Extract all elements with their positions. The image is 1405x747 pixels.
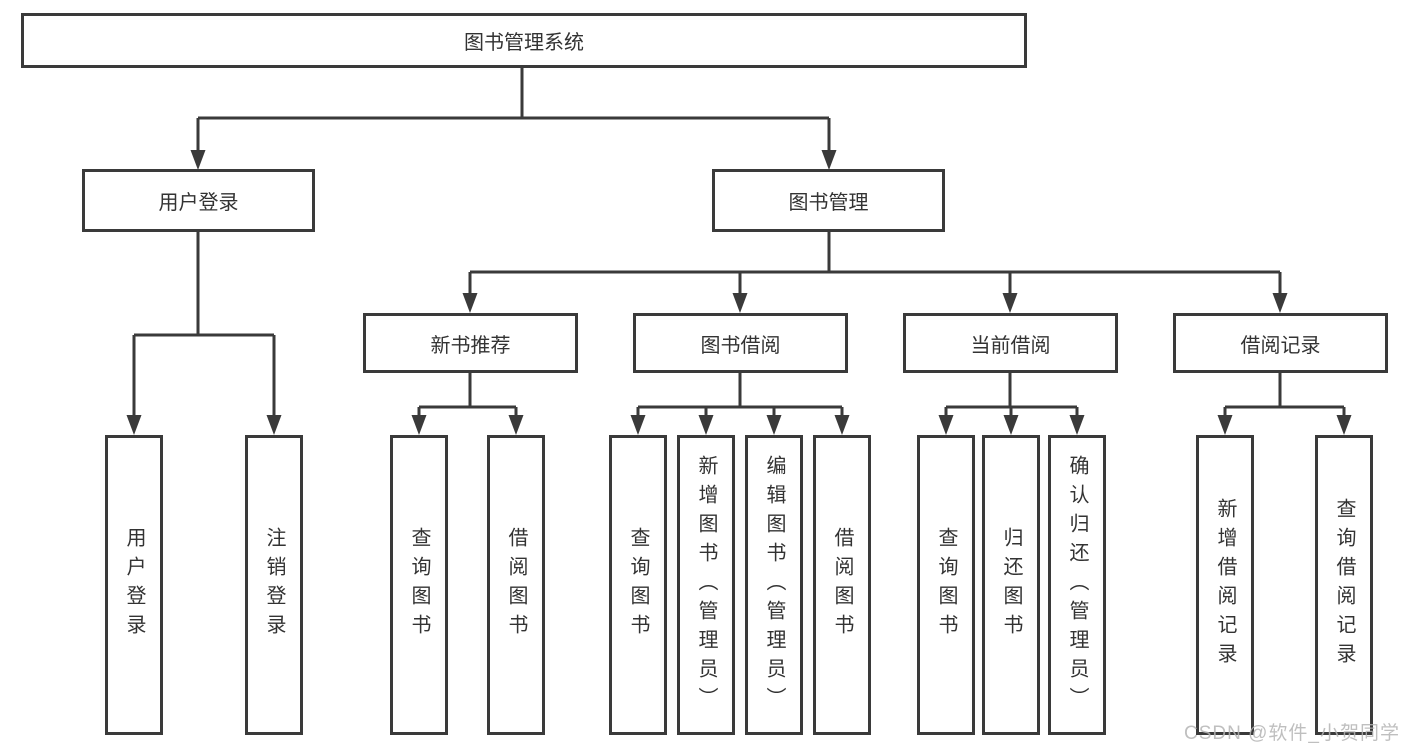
branch-new-book-rec [417, 373, 518, 421]
leaf-current-return-books: 归还图书 [982, 435, 1040, 735]
branch-user-login [132, 232, 276, 421]
node-new-book-recommend: 新书推荐 [363, 313, 578, 373]
leaf-records-query-borrow-record: 查询借阅记录 [1315, 435, 1373, 735]
node-book-management: 图书管理 [712, 169, 945, 232]
node-current-borrow: 当前借阅 [903, 313, 1118, 373]
branch-book-mgmt [468, 232, 1282, 299]
node-borrow-records: 借阅记录 [1173, 313, 1388, 373]
leaf-borrow-edit-books-admin: 编辑图书（管理员） [745, 435, 803, 735]
leaf-borrow-borrow-books-label: 借阅图书 [831, 527, 853, 643]
leaf-current-return-books-label: 归还图书 [1000, 527, 1022, 643]
branch-book-borrow [636, 373, 844, 421]
branch-current-borrow [944, 373, 1079, 421]
leaf-borrow-add-books-admin: 新增图书（管理员） [677, 435, 735, 735]
node-current-borrow-label: 当前借阅 [970, 334, 1051, 357]
branch-root [196, 68, 831, 156]
leaf-current-query-books-label: 查询图书 [935, 527, 957, 643]
leaf-borrow-edit-books-admin-label: 编辑图书（管理员） [763, 454, 785, 716]
leaf-borrow-query-books-label: 查询图书 [627, 527, 649, 643]
node-book-borrow: 图书借阅 [633, 313, 848, 373]
leaf-current-confirm-return-admin-label: 确认归还（管理员） [1066, 454, 1088, 716]
node-new-book-recommend-label: 新书推荐 [430, 334, 511, 357]
leaf-user-login: 用户登录 [105, 435, 163, 735]
leaf-borrow-query-books: 查询图书 [609, 435, 667, 735]
node-root-label: 图书管理系统 [464, 32, 584, 54]
csdn-watermark: CSDN @软件_小贺同学 [1184, 723, 1400, 744]
branch-borrow-records [1223, 373, 1346, 421]
leaf-logout-login-label: 注销登录 [263, 527, 285, 643]
node-book-borrow-label: 图书借阅 [700, 334, 781, 357]
leaf-current-query-books: 查询图书 [917, 435, 975, 735]
leaf-recommend-query-books-label: 查询图书 [408, 527, 430, 643]
node-book-management-label: 图书管理 [788, 192, 869, 214]
leaf-borrow-add-books-admin-label: 新增图书（管理员） [695, 454, 717, 716]
leaf-logout-login: 注销登录 [245, 435, 303, 735]
node-root: 图书管理系统 [21, 13, 1027, 68]
leaf-user-login-label: 用户登录 [123, 527, 145, 643]
node-user-login: 用户登录 [82, 169, 315, 232]
leaf-recommend-borrow-books-label: 借阅图书 [505, 527, 527, 643]
leaf-recommend-borrow-books: 借阅图书 [487, 435, 545, 735]
leaf-recommend-query-books: 查询图书 [390, 435, 448, 735]
node-user-login-label: 用户登录 [158, 192, 239, 214]
leaf-current-confirm-return-admin: 确认归还（管理员） [1048, 435, 1106, 735]
leaf-records-query-borrow-record-label: 查询借阅记录 [1333, 498, 1355, 672]
leaf-records-add-borrow-record: 新增借阅记录 [1196, 435, 1254, 735]
leaf-records-add-borrow-record-label: 新增借阅记录 [1214, 498, 1236, 672]
node-borrow-records-label: 借阅记录 [1240, 334, 1321, 357]
leaf-borrow-borrow-books: 借阅图书 [813, 435, 871, 735]
